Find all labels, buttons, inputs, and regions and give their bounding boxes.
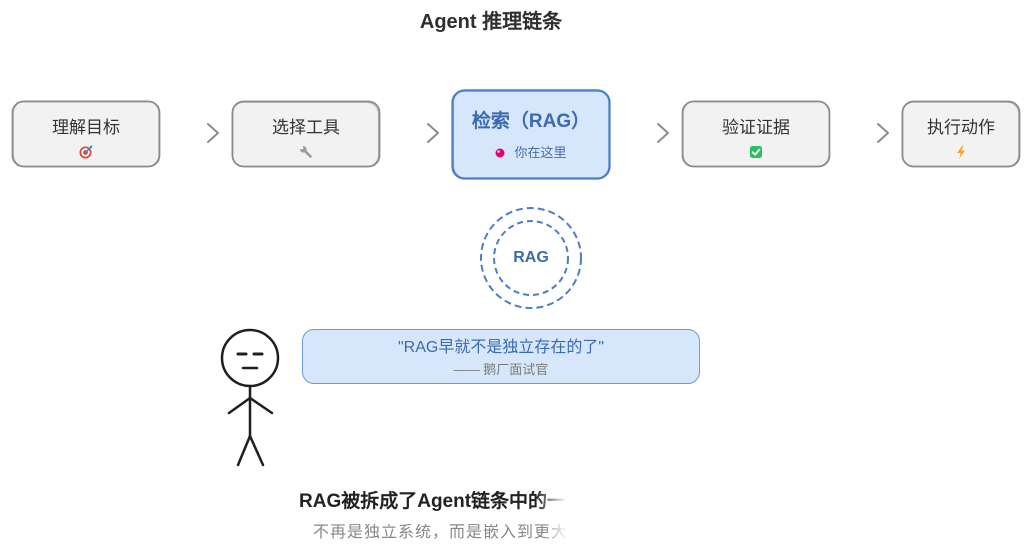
step-understand-goal: 理解目标 xyxy=(11,100,161,168)
chevron-stroke xyxy=(207,123,219,143)
check-icon-graphic xyxy=(750,146,762,158)
target-icon xyxy=(79,145,93,159)
figure-leg-right xyxy=(248,434,265,467)
step-box xyxy=(11,100,161,168)
wrench-jaw xyxy=(300,146,304,150)
step-label: 检索（RAG） xyxy=(471,111,591,132)
box-outline-sketch xyxy=(231,101,380,168)
figure-leg-left xyxy=(236,434,252,467)
chevron-right-icon xyxy=(427,123,439,143)
chevron-stroke xyxy=(877,123,889,143)
quote-bubble: "RAG早就不是独立存在的了" —— 鹅厂面试官 xyxy=(302,329,700,384)
step-label: 执行动作 xyxy=(927,118,995,137)
quote-source: —— 鹅厂面试官 xyxy=(453,362,549,377)
step-box xyxy=(681,100,831,168)
wrench-icon-graphic xyxy=(300,146,312,158)
box-outline-sketch xyxy=(682,100,830,168)
figure-head xyxy=(220,328,280,388)
step-box xyxy=(231,100,381,168)
figure-arm-right xyxy=(248,396,274,415)
step-select-tool: 选择工具 xyxy=(231,100,381,168)
lightning-bolt xyxy=(957,145,965,159)
summary-subline: 不再是独立系统，而是嵌入到更大 xyxy=(313,524,569,541)
wrench-icon xyxy=(299,145,313,159)
step-retrieve-rag: 检索（RAG） 你在这里 xyxy=(451,89,611,180)
stick-figure xyxy=(220,328,280,467)
figure-arm-left xyxy=(227,396,252,415)
check-icon xyxy=(749,145,763,159)
chevron-right-icon xyxy=(657,123,669,143)
check-mark xyxy=(751,148,761,156)
diagram-title: Agent 推理链条 xyxy=(419,11,563,33)
step-label: 验证证据 xyxy=(722,118,790,137)
dashed-ring-inner xyxy=(493,220,569,296)
box-outline-sketch xyxy=(452,89,610,180)
chevron-right-icon xyxy=(877,123,889,143)
pin-dot xyxy=(495,148,505,158)
chevron-right-icon xyxy=(207,123,219,143)
target-dart xyxy=(84,145,93,154)
target-icon-graphic xyxy=(79,145,93,159)
current-position-note: 你在这里 xyxy=(451,144,611,162)
pin-icon-graphic xyxy=(495,148,505,158)
step-execute-action: 执行动作 xyxy=(901,100,1021,168)
chevron-stroke xyxy=(657,123,669,143)
rag-focus-label: RAG xyxy=(513,249,549,266)
step-label: 选择工具 xyxy=(272,118,340,137)
chevron-stroke xyxy=(427,123,439,143)
step-label: 理解目标 xyxy=(52,118,120,137)
dashed-ring-outer xyxy=(480,207,582,309)
quote-text: "RAG早就不是独立存在的了" xyxy=(397,339,605,356)
lightning-icon-graphic xyxy=(957,145,965,159)
summary-headline: RAG被拆成了Agent链条中的一 xyxy=(299,491,567,512)
pin-highlight xyxy=(497,150,501,153)
step-verify-evidence: 验证证据 xyxy=(681,100,831,168)
you-are-here-label: 你在这里 xyxy=(514,145,567,160)
target-dart-fletch xyxy=(89,145,93,149)
rag-focus-rings xyxy=(480,207,582,309)
step-box xyxy=(901,100,1021,168)
step-box-active xyxy=(451,89,611,180)
box-outline xyxy=(451,89,611,180)
lightning-icon xyxy=(954,145,968,159)
box-outline-sketch xyxy=(12,100,160,168)
pin-icon xyxy=(495,148,505,158)
box-outline-sketch xyxy=(901,101,1020,168)
